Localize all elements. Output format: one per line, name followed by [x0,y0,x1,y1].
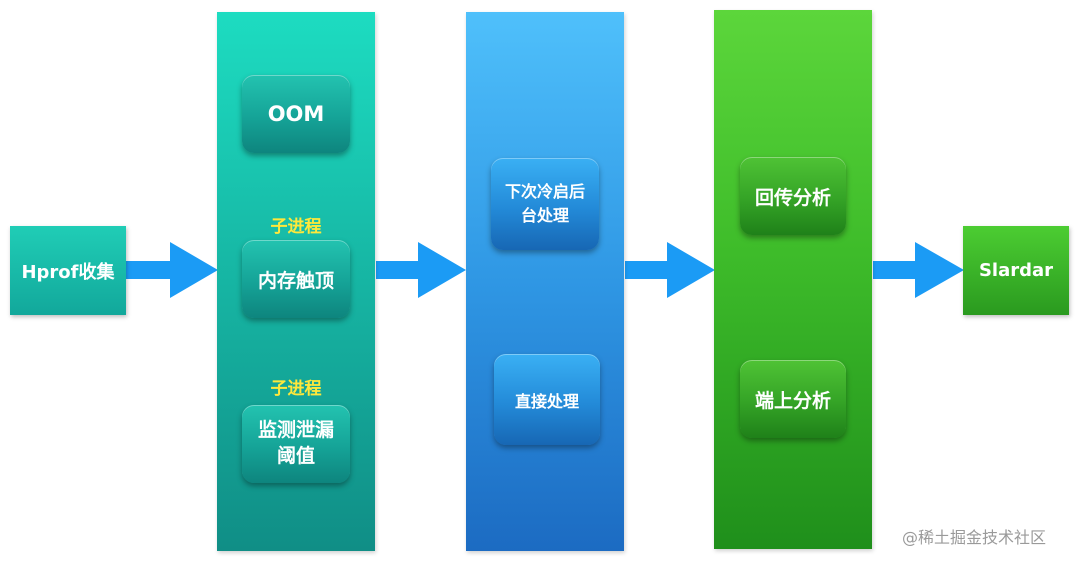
leak-monitor-label-line1: 监测泄漏 [257,419,334,442]
leak-monitor-subprocess-tag: 子进程 [270,379,322,399]
leak-monitor-node: 监测泄漏 阈值 [242,405,350,483]
arrow-process-to-analysis [625,242,715,298]
memory-peak-node: 内存触顶 [242,240,350,318]
memory-peak-label: 内存触顶 [257,269,334,292]
cold-start-label-line2: 台处理 [520,206,569,225]
cold-start-process-node: 下次冷启后 台处理 [491,158,599,250]
on-device-analysis-label: 端上分析 [754,389,831,412]
direct-process-node: 直接处理 [494,354,600,445]
memory-peak-subprocess-tag: 子进程 [270,217,322,237]
oom-label: OOM [267,102,325,126]
watermark: @稀土掘金技术社区 [902,528,1047,547]
upload-analysis-node: 回传分析 [740,157,846,235]
upload-analysis-label: 回传分析 [754,186,831,209]
arrow-trigger-to-process [376,242,466,298]
arrow-source-to-trigger [126,242,218,298]
on-device-analysis-node: 端上分析 [740,360,846,438]
analysis-column [714,10,872,549]
cold-start-label-line1: 下次冷启后 [504,182,585,201]
process-column [466,12,624,551]
leak-monitor-label-line2: 阈值 [276,445,315,467]
slardar-label: Slardar [978,260,1054,281]
hprof-collect-label: Hprof收集 [21,261,115,283]
oom-node: OOM [242,75,350,153]
slardar-node: Slardar [963,226,1069,315]
direct-process-label: 直接处理 [514,391,579,411]
arrow-analysis-to-destination [873,242,964,298]
hprof-collect-node: Hprof收集 [10,226,126,315]
